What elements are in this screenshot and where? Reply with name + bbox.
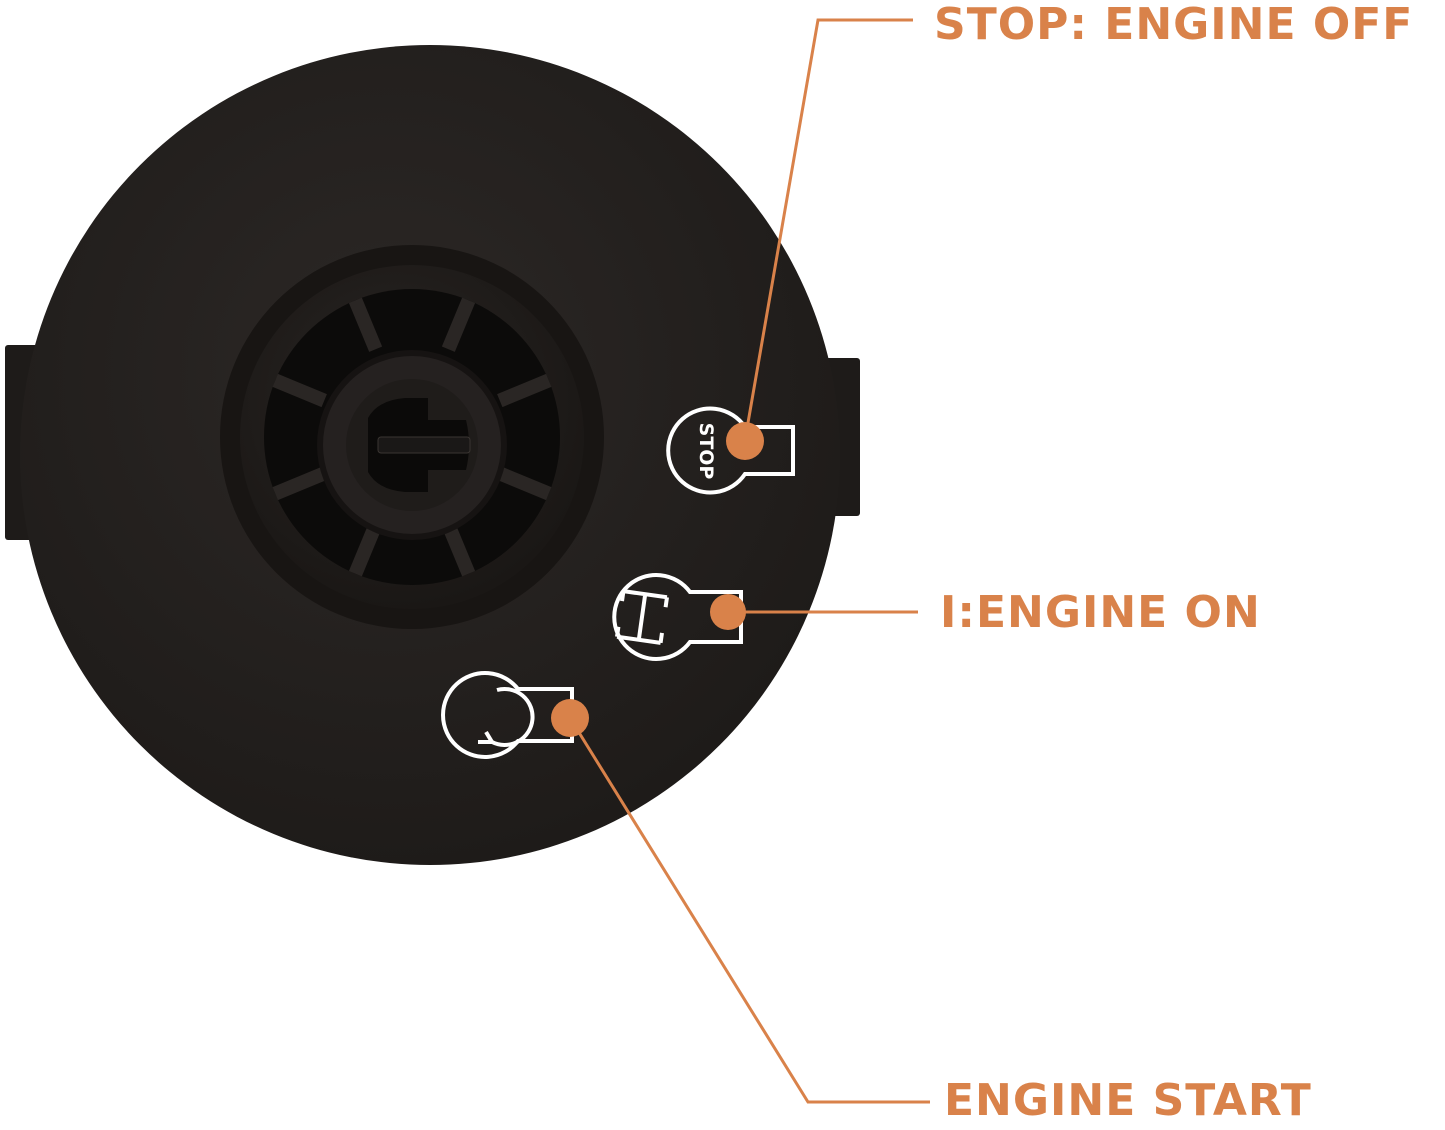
callout-stop-label: STOP: ENGINE OFF: [934, 0, 1414, 50]
start-arrow-keyhole-icon: [441, 671, 574, 759]
vent-rib: [441, 522, 476, 577]
callout-stop: [726, 18, 913, 460]
vent-rib: [272, 373, 327, 408]
callout-start: [551, 699, 930, 1104]
callout-start-line: [568, 717, 930, 1104]
hub-vent-ribs: [272, 297, 552, 577]
vent-rib: [497, 373, 552, 408]
callout-on: [710, 594, 918, 630]
callout-start-dot: [551, 699, 589, 737]
callout-on-label: I:ENGINE ON: [940, 587, 1261, 638]
run-keyhole-icon: [612, 573, 743, 661]
vent-rib: [441, 297, 476, 352]
stop-symbol-text: STOP: [695, 423, 717, 480]
callout-stop-dot: [726, 422, 764, 460]
vent-rib: [497, 466, 552, 501]
vent-rib: [348, 522, 383, 577]
callout-on-dot: [710, 594, 746, 630]
vent-rib: [272, 466, 327, 501]
callout-start-label: ENGINE START: [944, 1075, 1312, 1126]
vent-rib: [348, 297, 383, 352]
stop-keyhole-icon: [666, 406, 795, 495]
callout-stop-line: [743, 18, 913, 441]
key-blade: [377, 436, 471, 454]
